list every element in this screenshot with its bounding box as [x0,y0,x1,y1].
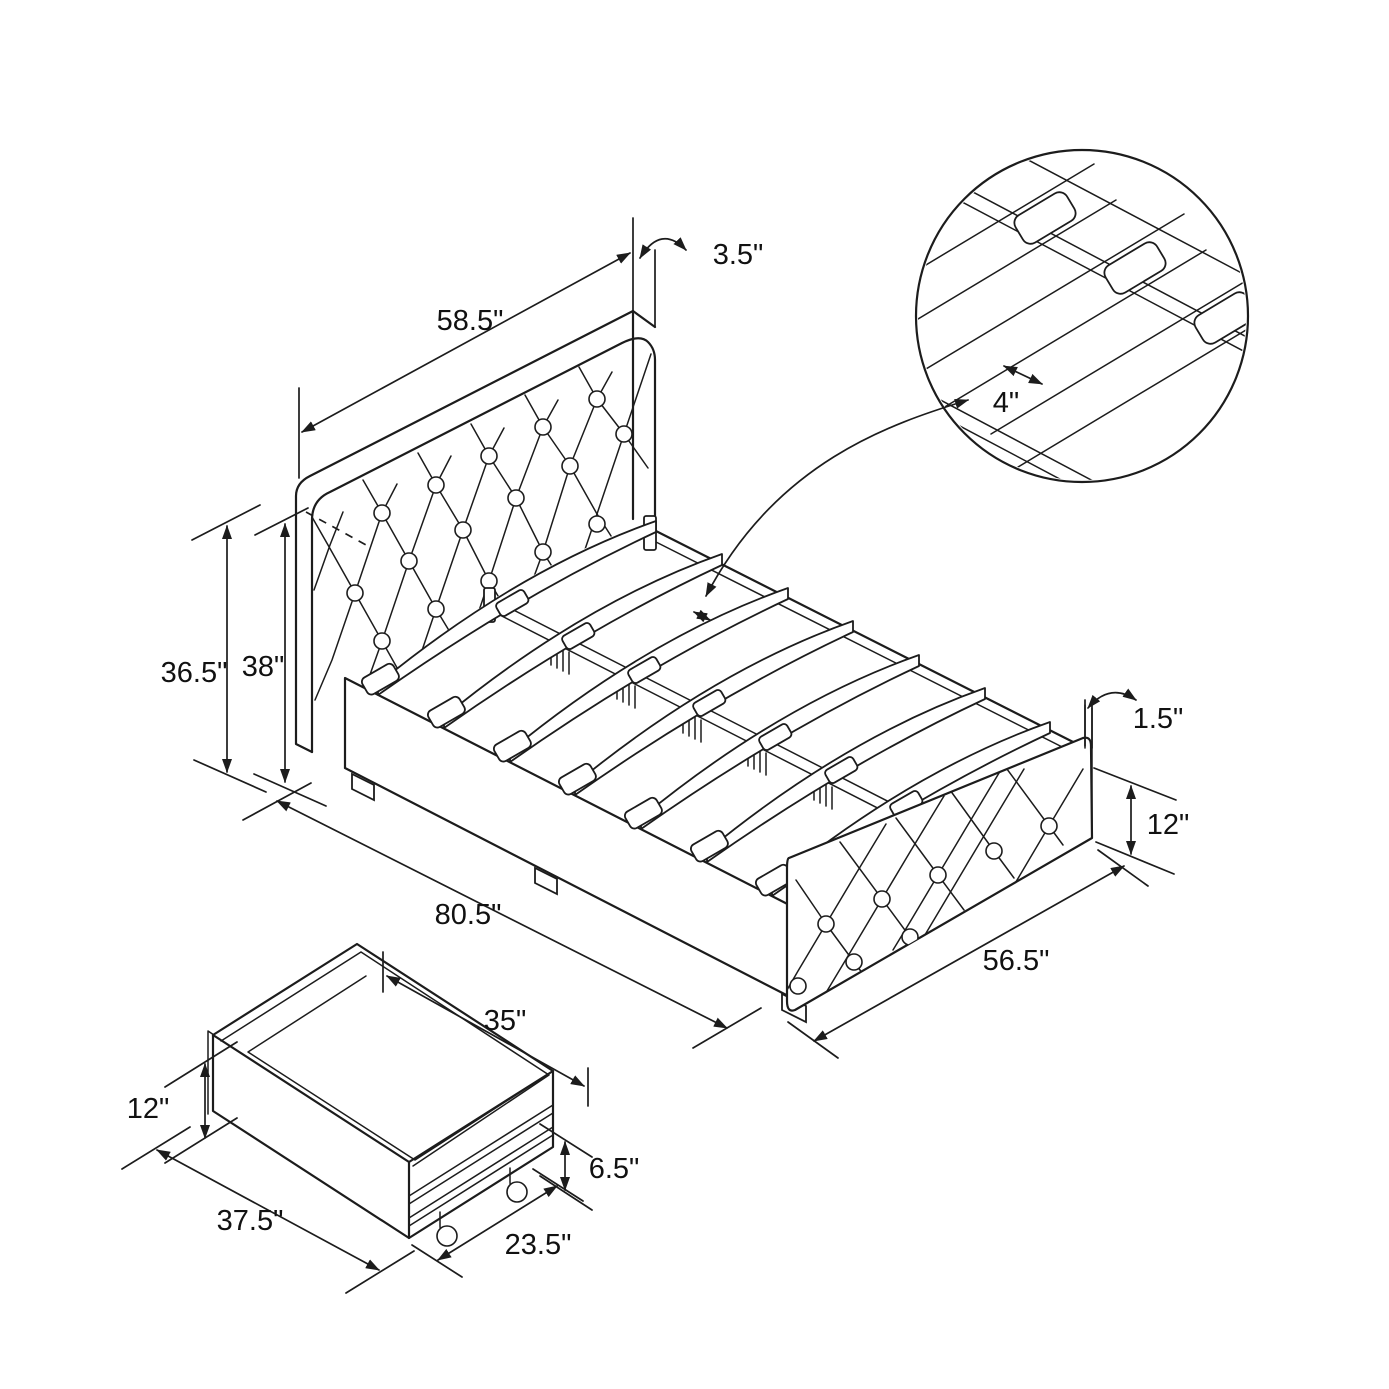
drawer-length-label: 37.5" [217,1205,284,1237]
frame-lip-label: 1.5" [1133,703,1184,735]
slat-spacing-label: 4" [993,387,1019,419]
dim-bed-width: 56.5" [787,849,1149,1059]
drawer-opening-label: 35" [484,1005,527,1037]
headboard-thickness-label: 3.5" [713,239,764,271]
slats [361,520,1051,897]
drawer-back-height-label: 12" [127,1093,170,1125]
slat-detail-circle: 4" [693,148,1250,623]
headboard-back-edge [294,309,635,754]
bed-width-label: 56.5" [983,945,1050,977]
drawer-side-height-label: 6.5" [589,1153,640,1185]
detail-slat-cap [1013,191,1077,245]
dim-frame-lip: 1.5" [1084,688,1184,749]
drawer-depth-label: 23.5" [505,1229,572,1261]
dim-drawer-side-height: 6.5" [539,1123,640,1211]
headboard-top-right-edge [631,309,657,329]
dim-side-rail-height: 12" [1093,767,1190,875]
dim-height-36-5: 36.5" [161,504,267,793]
dim-bed-length: 80.5" [242,782,762,1049]
hidden-rail-dashed-line [305,511,369,547]
slat-gap-ticks [693,609,711,623]
side-rail-height-label: 12" [1147,809,1190,841]
dimension-annotations: 58.5" 3.5" 36.5" 38" 80.5" [121,217,1190,1294]
dim-headboard-thickness: 3.5" [639,237,764,328]
height-38-label: 38" [242,651,285,683]
detail-slat-cap [1103,241,1167,295]
height-36-5-label: 36.5" [161,657,228,689]
slat-mid-caps [495,589,924,818]
detail-circle-outline [914,148,1250,484]
headboard-width-label: 58.5" [437,305,504,337]
detail-leader-arrow [705,399,969,597]
detail-slats [918,163,1246,471]
dim-drawer-opening: 35" [382,951,589,1107]
dim-headboard-width: 58.5" [298,217,634,479]
dim-drawer-length: 37.5" [121,1126,415,1294]
bed-foot [351,772,375,802]
footboard-outline [785,736,1094,1012]
detail-slat-cap [1193,291,1246,345]
drawer-slide-rails [408,1104,554,1227]
storage-drawer [207,942,555,1247]
headboard-face-outline [310,337,657,754]
dim-drawer-depth: 23.5" [411,1168,584,1278]
bed-length-label: 80.5" [435,899,502,931]
dim-height-38: 38" [242,507,327,807]
slat-gap-dimension-line [1003,365,1043,385]
